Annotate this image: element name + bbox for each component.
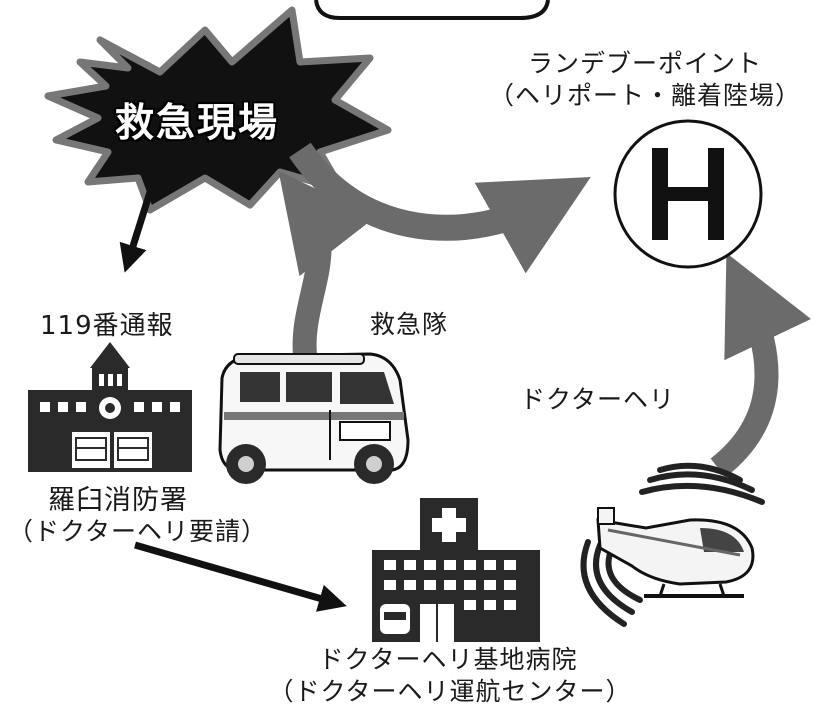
rendezvous-title: ランデブーポイント	[527, 49, 762, 78]
fire-station-icon	[28, 342, 192, 472]
ambulance-to-scene-arrow	[278, 170, 376, 357]
hospital-note: （ドクターヘリ運航センター）	[268, 677, 632, 706]
rendezvous-subtitle: （ヘリポート・離着陸場）	[488, 81, 801, 110]
doctor-heli-label: ドクターヘリ	[520, 385, 676, 414]
station-to-hospital-arrow	[134, 541, 347, 612]
heli-to-rendezvous-arrow	[710, 252, 812, 478]
hospital-name: ドクターヘリ基地病院	[318, 645, 578, 674]
ambulance-icon	[218, 352, 410, 484]
call-label: 119番通報	[40, 311, 174, 341]
heliport-icon	[613, 119, 763, 269]
helicopter-icon	[580, 462, 765, 627]
scene-to-call-arrow	[119, 190, 154, 273]
fire-station-name: 羅臼消防署	[48, 485, 188, 516]
hospital-icon	[372, 498, 540, 642]
top-frame-line	[314, 0, 550, 20]
scene-label: 救急現場	[114, 101, 279, 146]
ambulance-team-label: 救急隊	[370, 310, 449, 339]
fire-station-note: （ドクターヘリ要請）	[8, 517, 268, 546]
scene-to-rendezvous-arrow	[289, 142, 591, 274]
